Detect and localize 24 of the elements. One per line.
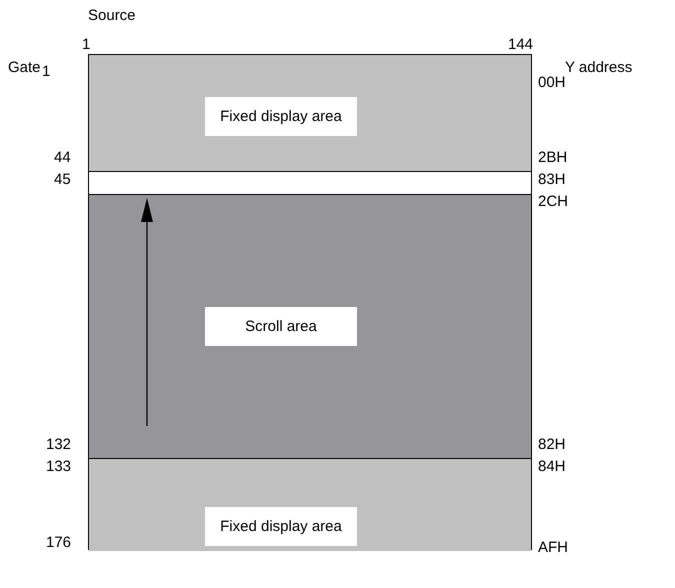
axis-title: Source [88, 8, 136, 24]
axis-title: Gate [8, 60, 41, 76]
gate-number: 133 [46, 459, 72, 475]
fixed-area-band [89, 458, 531, 551]
address-value: 82H [538, 437, 566, 453]
gate-number: 176 [46, 535, 72, 551]
gate-number: 132 [46, 437, 72, 453]
address-value: 00H [538, 75, 566, 91]
address-value: AFH [538, 540, 568, 556]
address-value: 84H [538, 459, 566, 475]
source-number: 1 [82, 37, 90, 53]
address-value: 2CH [538, 194, 568, 210]
source-number: 144 [508, 37, 534, 53]
area-label: Scroll area [205, 307, 357, 346]
fixed-area-band [89, 55, 531, 171]
gate-number: 1 [42, 64, 50, 80]
address-value: 83H [538, 172, 566, 188]
area-label: Fixed display area [205, 97, 357, 136]
address-value: 2BH [538, 150, 568, 166]
gate-number: 44 [54, 150, 71, 166]
scroll-area-band [89, 194, 531, 458]
area-label: Fixed display area [205, 507, 357, 546]
axis-title: Y address [565, 60, 632, 76]
gate-number: 45 [54, 172, 71, 188]
